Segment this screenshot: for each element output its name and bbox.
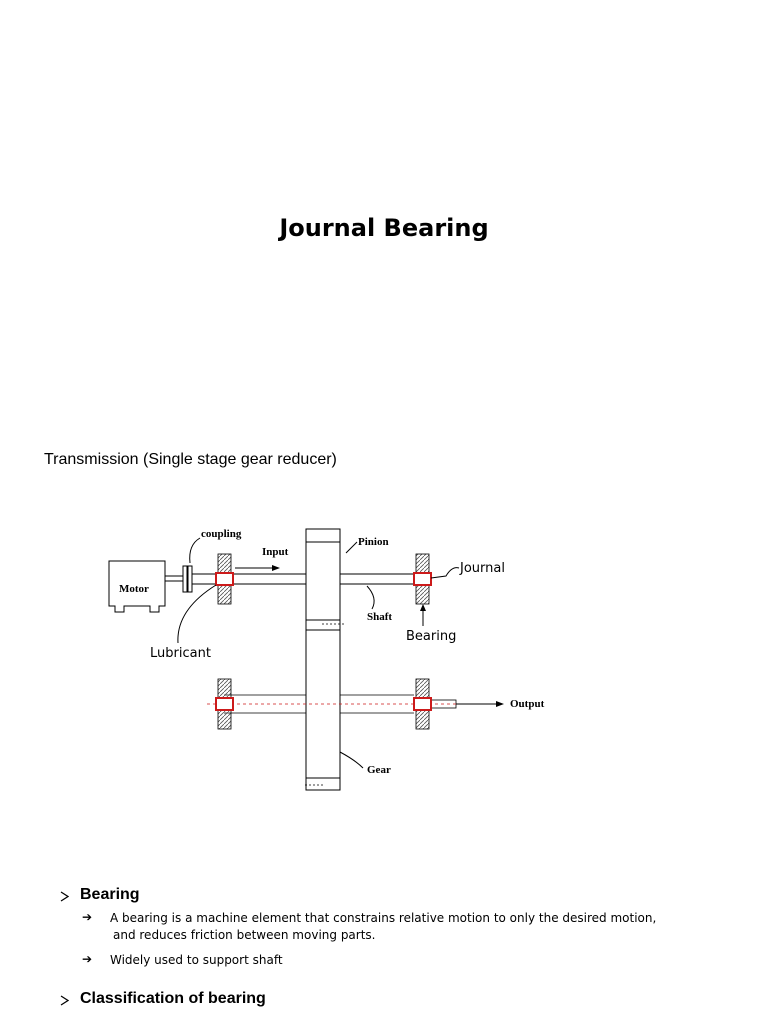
page-title: Journal Bearing — [279, 214, 489, 242]
bullet-text: A bearing is a machine element that cons… — [110, 911, 657, 925]
input-label: Input — [262, 546, 289, 558]
bullet-text-continued: and reduces friction between moving part… — [113, 928, 376, 942]
shaft-label: Shaft — [367, 611, 392, 623]
bearing-housing-upper-left — [215, 553, 234, 605]
bearing-housing-lower-right — [413, 678, 432, 730]
output-label: Output — [510, 698, 545, 710]
diagram-caption: Transmission (Single stage gear reducer) — [44, 451, 337, 468]
triangle-right-icon — [60, 995, 69, 1006]
pinion-label: Pinion — [358, 536, 389, 548]
coupling — [182, 565, 193, 593]
bullet-text: Widely used to support shaft — [110, 953, 283, 967]
gear-label: Gear — [367, 764, 391, 776]
pinion-gear-column — [305, 528, 345, 791]
motor-block — [108, 560, 166, 613]
journal-label: Journal — [459, 561, 505, 576]
arrow-right-icon: ➔ — [82, 910, 93, 924]
arrow-right-icon: ➔ — [82, 952, 93, 966]
bearing-housing-upper-right — [413, 553, 432, 605]
motor-label: Motor — [119, 583, 149, 595]
section-heading-classification: Classification of bearing — [80, 990, 266, 1007]
bearing-label: Bearing — [406, 629, 456, 644]
triangle-right-icon — [60, 891, 69, 902]
input-shaft — [192, 573, 417, 585]
coupling-label: coupling — [201, 528, 242, 540]
lubricant-label: Lubricant — [150, 646, 211, 661]
section-heading-bearing: Bearing — [80, 886, 140, 903]
bearing-housing-lower-left — [215, 678, 234, 730]
